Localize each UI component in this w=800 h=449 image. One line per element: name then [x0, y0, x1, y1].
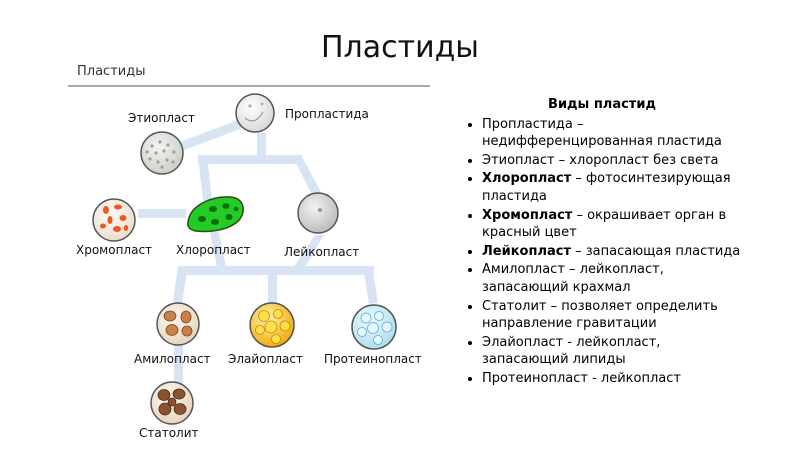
chromoplast-label: Хромопласт [76, 243, 152, 257]
connector-to-elaioplast [268, 270, 277, 305]
connector-chromoplast-chloroplast [138, 209, 186, 218]
plastid-types-panel: Виды пластид Пропластида – недифференцир… [462, 96, 762, 449]
list-item-chromoplast: Хромопласт – окрашивает орган в красный … [482, 207, 744, 242]
connector-to-proteinoplast [363, 266, 378, 304]
connector-leucoplast-down [293, 235, 324, 272]
list-item-proplastid: Пропластида – недифференцированная пласт… [482, 116, 744, 151]
connector-to-amyloplast [173, 266, 188, 303]
list-item-etioplast: Этиопласт – хлоропласт без света [482, 152, 744, 170]
proplastid-icon [235, 93, 275, 133]
proplastid-label: Пропластида [285, 107, 369, 121]
elaioplast-icon [249, 302, 295, 348]
list-item-elaioplast: Элайопласт - лейкопласт, запасающий липи… [482, 334, 744, 369]
connector-to-leucoplast [292, 155, 322, 197]
amyloplast-icon [156, 302, 200, 346]
etioplast-label: Этиопласт [128, 111, 195, 125]
list-item-leucoplast: Лейкопласт – запасающая пластида [482, 243, 744, 261]
connector-to-chloroplast [198, 155, 212, 201]
slide-title: Пластиды [320, 30, 479, 65]
proteinoplast-icon [351, 304, 397, 350]
list-item-proteinoplast: Протеинопласт - лейкопласт [482, 370, 744, 388]
figure-caption: Пластиды [77, 64, 146, 79]
list-item-statolith: Статолит – позволяет определить направле… [482, 298, 744, 333]
panel-heading: Виды пластид [548, 97, 656, 112]
amyloplast-label: Амилопласт [134, 352, 211, 366]
chloroplast-icon [187, 196, 244, 233]
connector-proplastid-etioplast [174, 120, 243, 152]
elaioplast-label: Элайопласт [228, 352, 303, 366]
connector-proplastid-stem [257, 133, 266, 159]
connector-chloroplast-down [210, 232, 227, 272]
list-item-amyloplast: Амилопласт – лейкопласт, запасающий крах… [482, 261, 744, 296]
plastid-types-list: Пропластида – недифференцированная пласт… [462, 116, 744, 388]
list-item-chloroplast: Хлоропласт – фотосинтезирующая пластида [482, 170, 744, 205]
proteinoplast-label: Протеинопласт [324, 352, 422, 366]
chloroplast-label: Хлоропласт [176, 243, 251, 257]
statolith-icon [150, 381, 194, 425]
connector-amyloplast-statolith [174, 343, 183, 383]
connector-lines [138, 120, 378, 383]
leucoplast-icon [297, 192, 339, 234]
statolith-label: Статолит [139, 426, 199, 440]
figure-divider [68, 85, 430, 87]
leucoplast-label: Лейкопласт [284, 245, 359, 259]
connector-hbar-top [198, 155, 302, 164]
etioplast-icon [140, 131, 184, 175]
chromoplast-icon [92, 198, 136, 242]
